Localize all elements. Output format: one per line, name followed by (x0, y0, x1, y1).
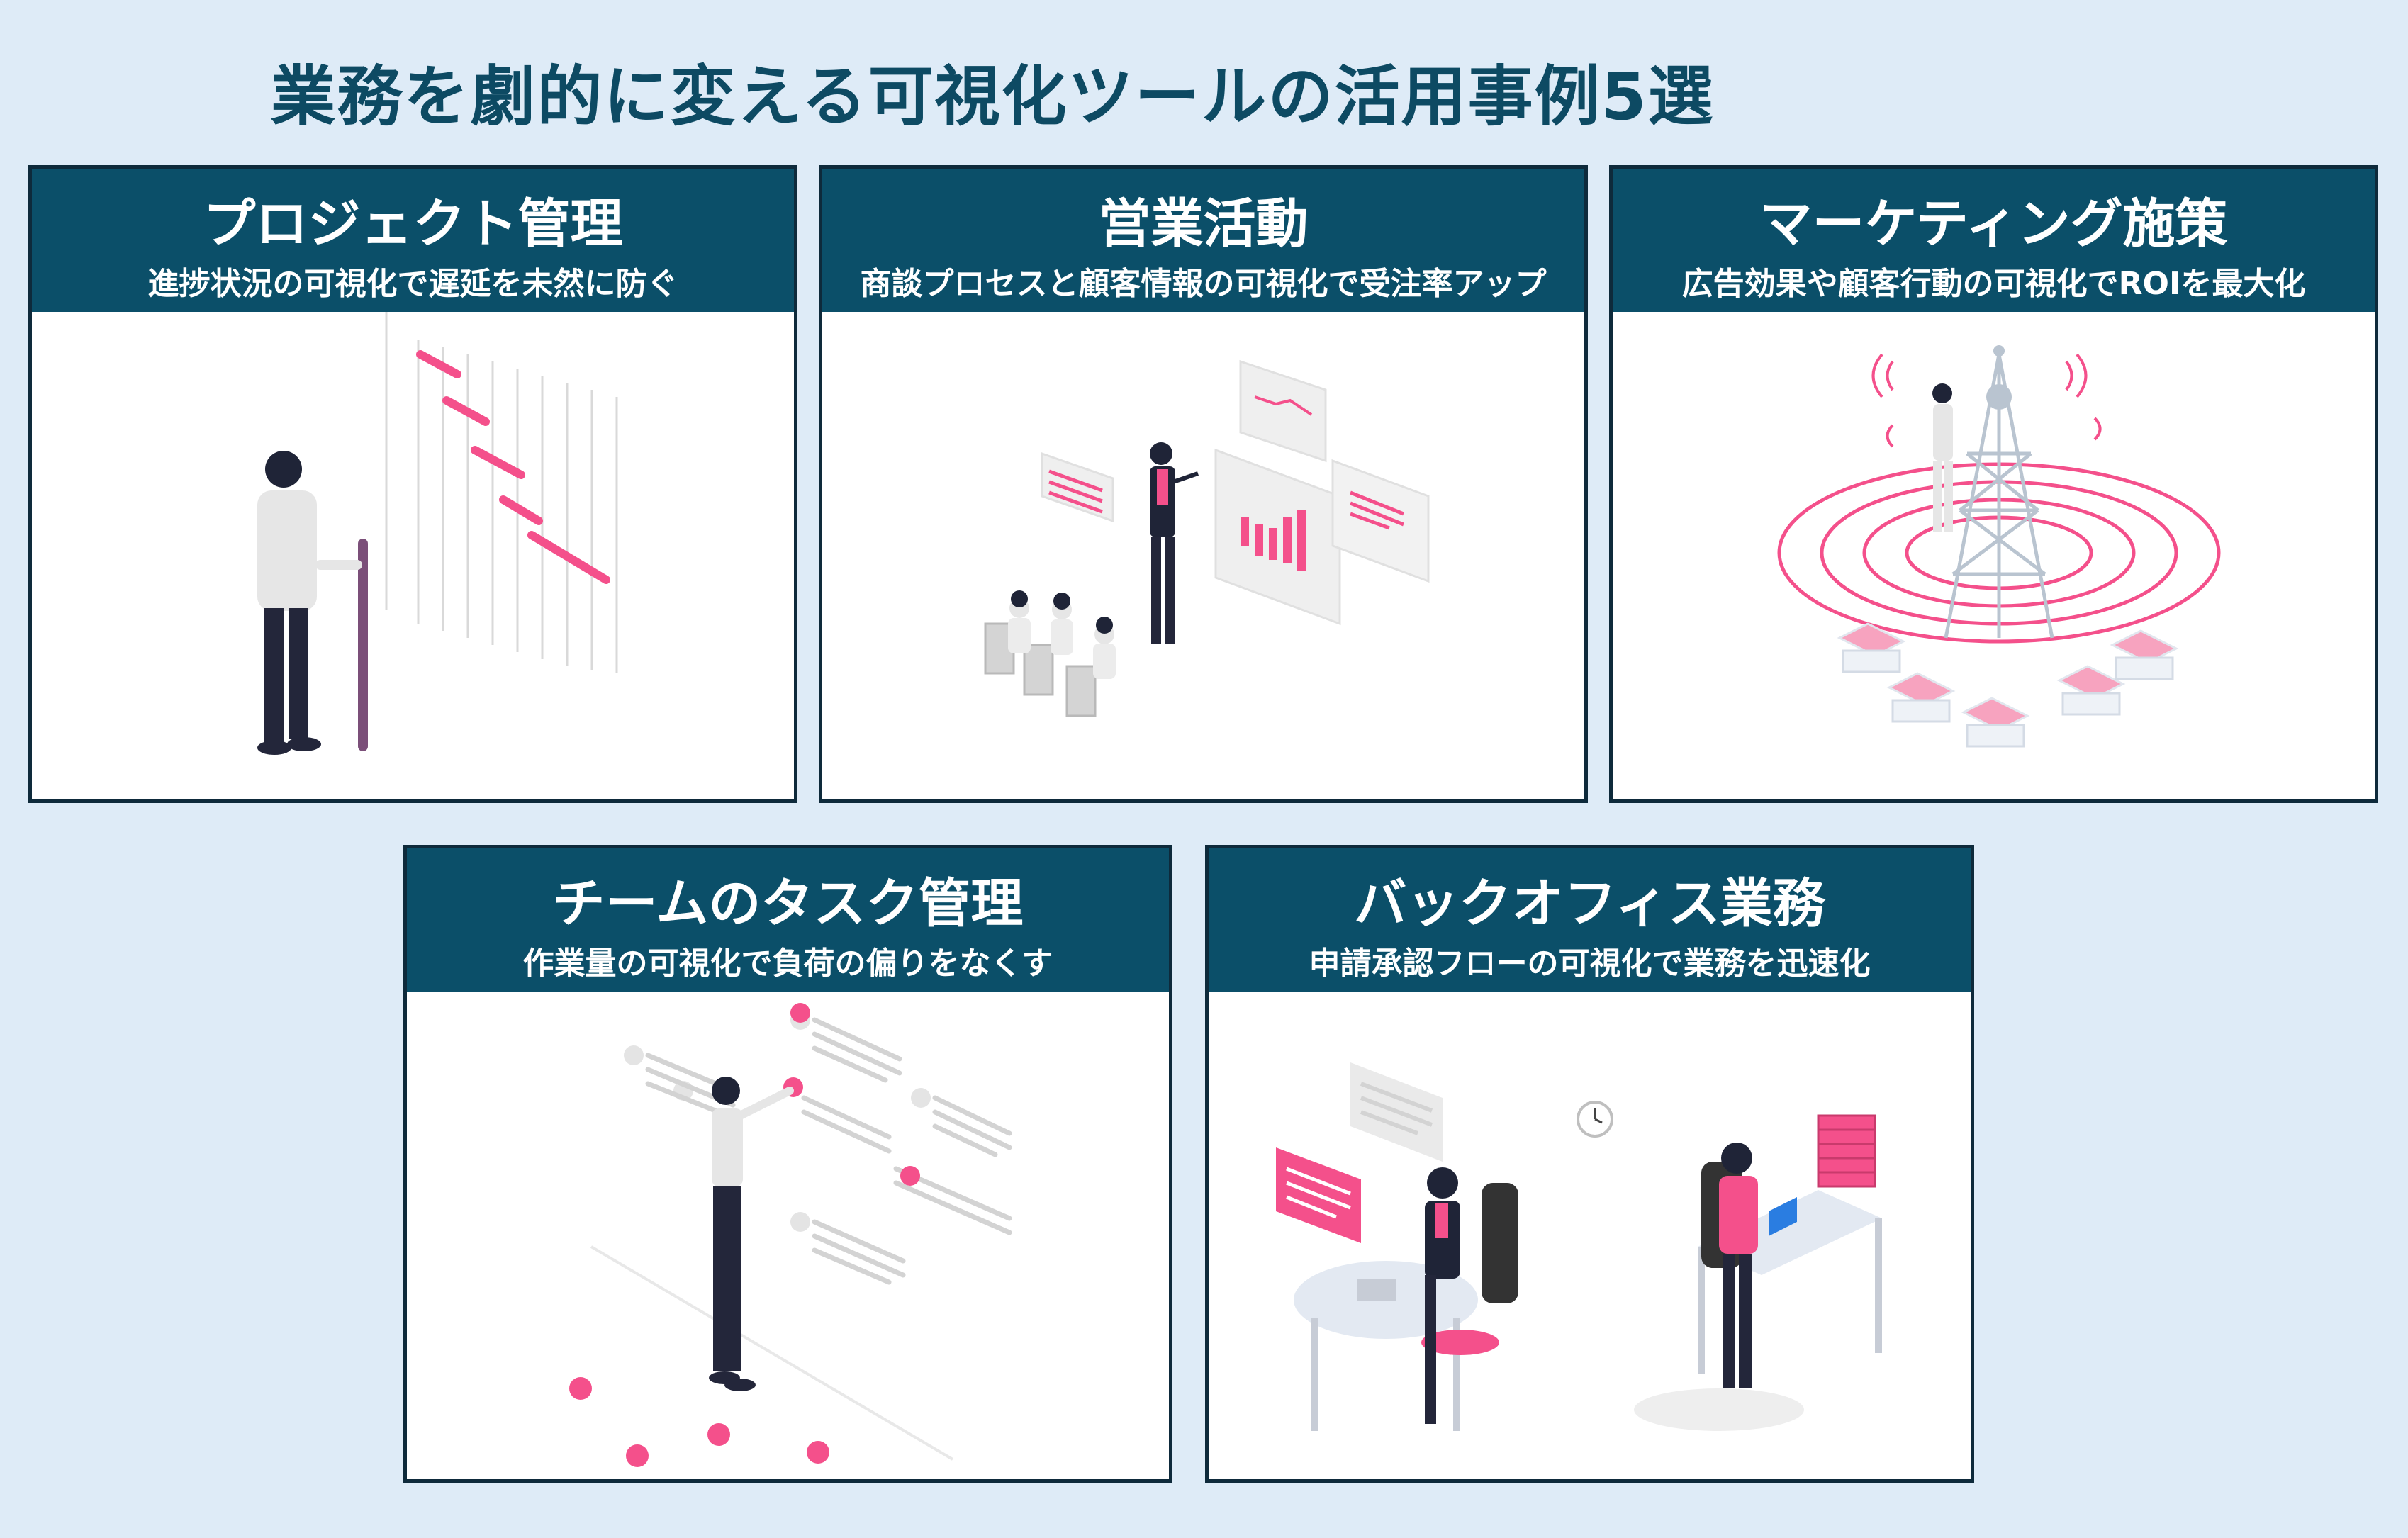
card-title: バックオフィス業務 (1354, 873, 1825, 934)
card-title: 営業活動 (1098, 193, 1309, 254)
card-header: バックオフィス業務 申請承認フローの可視化で業務を迅速化 (1209, 848, 1971, 992)
card-header: チームのタスク管理 作業量の可視化で負荷の偏りをなくす (407, 848, 1169, 992)
card-subtitle: 申請承認フローの可視化で業務を迅速化 (1309, 945, 1871, 982)
card-marketing: マーケティング施策 広告効果や顧客行動の可視化でROIを最大化 (1609, 165, 2378, 803)
card-header: プロジェクト管理 進捗状況の可視化で遅延を未然に防ぐ (32, 169, 794, 312)
task-checklist-illustration (407, 992, 1169, 1479)
card-header: 営業活動 商談プロセスと顧客情報の可視化で受注率アップ (822, 169, 1584, 312)
signal-tower-illustration (1613, 312, 2375, 799)
sales-presentation-illustration (822, 312, 1584, 799)
card-header: マーケティング施策 広告効果や顧客行動の可視化でROIを最大化 (1613, 169, 2375, 312)
card-subtitle: 作業量の可視化で負荷の偏りをなくす (522, 945, 1053, 982)
office-desk-workers-illustration (1209, 992, 1971, 1479)
card-title: マーケティング施策 (1759, 193, 2228, 254)
card-project-management: プロジェクト管理 進捗状況の可視化で遅延を未然に防ぐ (28, 165, 797, 803)
card-subtitle: 商談プロセスと顧客情報の可視化で受注率アップ (860, 266, 1547, 302)
card-subtitle: 広告効果や顧客行動の可視化でROIを最大化 (1681, 266, 2306, 302)
gantt-chart-person-illustration (32, 312, 794, 799)
page-title: 業務を劇的に変える可視化ツールの活用事例5選 (270, 59, 1715, 135)
card-title: プロジェクト管理 (203, 193, 623, 254)
card-team-task: チームのタスク管理 作業量の可視化で負荷の偏りをなくす (403, 845, 1172, 1483)
card-back-office: バックオフィス業務 申請承認フローの可視化で業務を迅速化 (1205, 845, 1974, 1483)
card-title: チームのタスク管理 (552, 873, 1024, 934)
card-sales: 営業活動 商談プロセスと顧客情報の可視化で受注率アップ (819, 165, 1588, 803)
card-subtitle: 進捗状況の可視化で遅延を未然に防ぐ (147, 266, 678, 302)
